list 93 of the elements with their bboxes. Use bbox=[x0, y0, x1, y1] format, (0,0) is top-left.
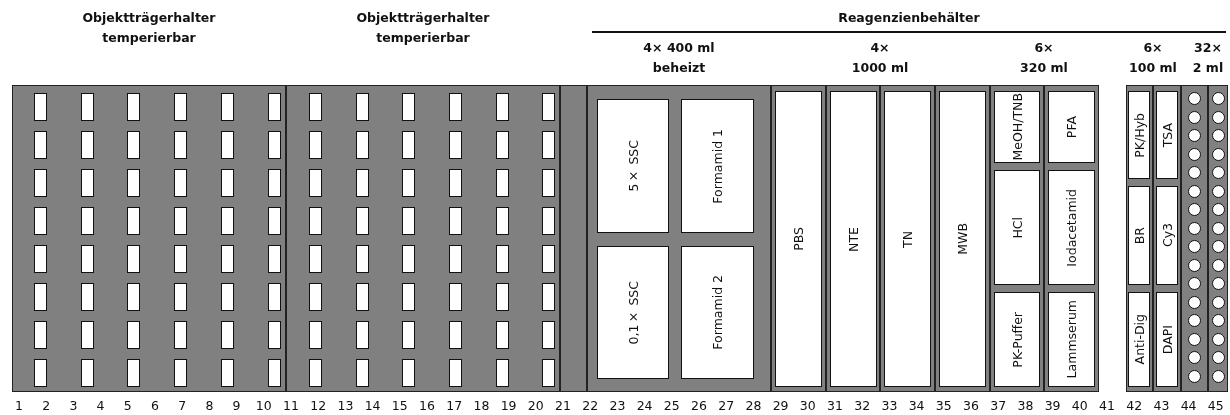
section-heading: 4× 1000 ml bbox=[850, 39, 910, 77]
reagent-container bbox=[1128, 186, 1150, 285]
column-number: 22 bbox=[582, 398, 599, 413]
column-number: 20 bbox=[527, 398, 544, 413]
column-number: 35 bbox=[935, 398, 952, 413]
column-number: 33 bbox=[881, 398, 898, 413]
column-number: 39 bbox=[1044, 398, 1061, 413]
column-number: 41 bbox=[1099, 398, 1115, 413]
column-number: 7 bbox=[178, 398, 187, 413]
section-heading: 6× 100 ml bbox=[1128, 39, 1178, 77]
section-heading: Objektträgerhalter temperierbar bbox=[81, 9, 217, 47]
reagent-container bbox=[994, 292, 1040, 387]
column-number: 19 bbox=[500, 398, 517, 413]
column-number: 16 bbox=[419, 398, 435, 413]
column-number: 21 bbox=[555, 398, 571, 413]
container-label: Anti-Dig bbox=[1131, 314, 1147, 365]
reagent-container bbox=[597, 246, 669, 379]
column-number: 40 bbox=[1071, 398, 1088, 413]
column-number: 26 bbox=[691, 398, 707, 413]
column-number: 27 bbox=[718, 398, 735, 413]
reagent-container bbox=[1048, 170, 1095, 285]
column-number: 43 bbox=[1153, 398, 1170, 413]
container-label: MeOH/TNB bbox=[1009, 93, 1025, 161]
reagent-container bbox=[681, 246, 754, 379]
column-number: 42 bbox=[1126, 398, 1143, 413]
container-label: Lammserum bbox=[1064, 300, 1079, 379]
container-label: PK/Hyb bbox=[1131, 112, 1147, 158]
column-number: 13 bbox=[337, 398, 354, 413]
section-heading: 4× 400 ml beheizt bbox=[642, 39, 716, 77]
container-label: Cy3 bbox=[1159, 223, 1175, 248]
column-number: 37 bbox=[990, 398, 1007, 413]
reagent-container bbox=[681, 99, 754, 233]
column-number: 45 bbox=[1207, 398, 1224, 413]
column-number: 17 bbox=[446, 398, 463, 413]
column-number: 36 bbox=[963, 398, 979, 413]
reagent-container bbox=[884, 91, 931, 387]
reagent-container bbox=[775, 91, 822, 387]
column-number: 6 bbox=[151, 398, 159, 413]
reagent-container bbox=[1048, 91, 1095, 163]
container-label: TSA bbox=[1159, 122, 1175, 148]
column-number: 10 bbox=[255, 398, 272, 413]
section-heading: 32× 2 ml bbox=[1191, 39, 1225, 77]
reagent-container bbox=[994, 91, 1040, 163]
column-number: 25 bbox=[663, 398, 680, 413]
column-number: 38 bbox=[1017, 398, 1034, 413]
column-number: 1 bbox=[15, 398, 23, 413]
container-label: PFA bbox=[1064, 115, 1079, 139]
column-number: 29 bbox=[772, 398, 789, 413]
column-number: 31 bbox=[827, 398, 843, 413]
container-label: 0,1× SSC bbox=[625, 280, 641, 345]
container-label: 5× SSC bbox=[625, 140, 641, 192]
reagent-container bbox=[1156, 292, 1178, 387]
reagent-container bbox=[1128, 292, 1150, 387]
section-heading: 6× 320 ml bbox=[1019, 39, 1069, 77]
column-number: 11 bbox=[283, 398, 299, 413]
column-number: 23 bbox=[609, 398, 626, 413]
column-number: 9 bbox=[232, 398, 241, 413]
column-number: 12 bbox=[310, 398, 327, 413]
column-number: 32 bbox=[854, 398, 871, 413]
section-heading: Objektträgerhalter temperierbar bbox=[355, 9, 491, 47]
section-heading: Reagenzienbehälter bbox=[837, 9, 981, 27]
column-number: 18 bbox=[473, 398, 490, 413]
container-label: BR bbox=[1131, 226, 1147, 245]
reagent-container bbox=[939, 91, 986, 387]
reagent-container bbox=[597, 99, 669, 233]
container-label: Formamid 1 bbox=[710, 128, 725, 204]
column-number: 34 bbox=[908, 398, 925, 413]
container-label: Iodacetamid bbox=[1064, 188, 1079, 267]
container-label: MWB bbox=[955, 223, 970, 255]
column-number: 15 bbox=[391, 398, 408, 413]
column-number: 3 bbox=[69, 398, 78, 413]
reagent-container bbox=[1156, 91, 1178, 179]
column-number: 14 bbox=[364, 398, 381, 413]
column-number: 2 bbox=[42, 398, 51, 413]
reagent-container bbox=[1156, 186, 1178, 285]
container-label: PK-Puffer bbox=[1009, 311, 1025, 368]
column-number: 30 bbox=[799, 398, 816, 413]
column-number: 28 bbox=[745, 398, 762, 413]
reagent-container bbox=[1128, 91, 1150, 179]
container-label: HCl bbox=[1009, 216, 1025, 239]
reagent-container bbox=[830, 91, 877, 387]
column-number: 5 bbox=[123, 398, 132, 413]
reagent-container bbox=[994, 170, 1040, 285]
column-number: 4 bbox=[96, 398, 105, 413]
container-label: TN bbox=[900, 230, 915, 248]
container-label: NTE bbox=[846, 226, 861, 252]
container-label: Formamid 2 bbox=[710, 275, 725, 350]
reagent-container bbox=[1048, 292, 1095, 387]
container-label: PBS bbox=[791, 227, 806, 251]
column-number: 44 bbox=[1180, 398, 1197, 413]
column-number: 8 bbox=[205, 398, 214, 413]
column-number: 24 bbox=[636, 398, 653, 413]
container-label: DAPI bbox=[1159, 324, 1175, 355]
